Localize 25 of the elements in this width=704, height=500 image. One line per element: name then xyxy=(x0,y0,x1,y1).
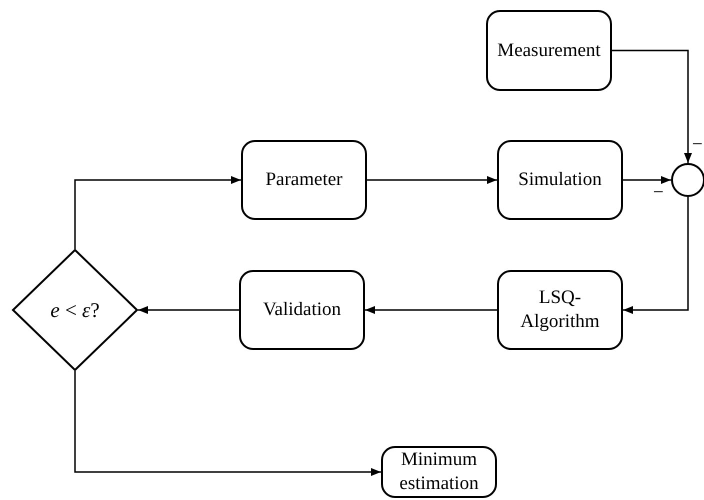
process-box xyxy=(381,446,497,498)
decision-condition: e < ε? xyxy=(50,296,100,324)
arrow xyxy=(612,50,692,163)
box-label: Measurement xyxy=(497,38,601,62)
process-box xyxy=(239,270,365,350)
arrow xyxy=(367,176,497,184)
process-box xyxy=(497,270,623,350)
sign-label: − xyxy=(692,134,703,156)
process-box xyxy=(486,10,612,91)
summing-junction xyxy=(671,163,704,197)
arrow xyxy=(623,176,671,184)
sign-label: − xyxy=(653,182,664,204)
arrow xyxy=(623,197,689,314)
box-label: Parameter xyxy=(265,168,342,192)
decision-diamond xyxy=(12,249,138,371)
process-box xyxy=(241,140,367,220)
box-label: Simulation xyxy=(518,168,602,192)
arrow xyxy=(138,306,239,314)
process-box xyxy=(497,140,623,220)
arrow xyxy=(365,306,497,314)
box-label: LSQ-Algorithm xyxy=(519,286,601,334)
box-label: Minimum estimation xyxy=(398,448,480,496)
arrow xyxy=(74,371,381,476)
box-label: Validation xyxy=(262,298,342,322)
arrow xyxy=(74,176,241,249)
